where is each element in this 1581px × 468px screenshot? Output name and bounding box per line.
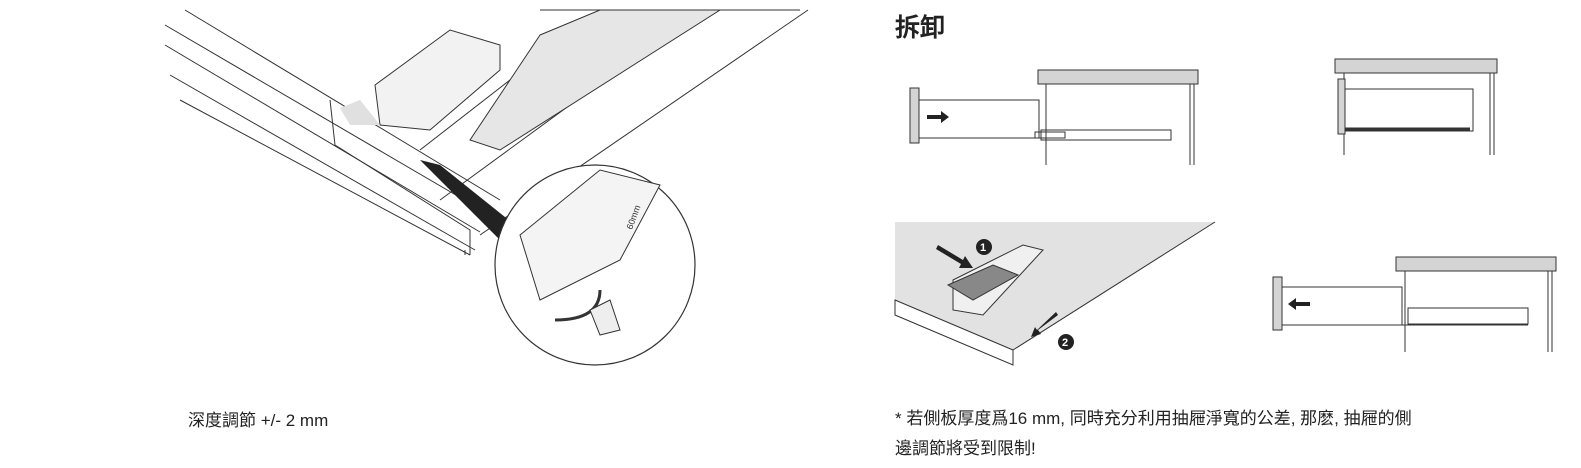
depth-adjustment-caption: 深度調節 +/- 2 mm <box>188 411 329 430</box>
push-arrow-icon <box>927 111 949 123</box>
side-adjustment-note: * 若側板厚度爲16 mm, 同時充分利用抽屜淨寬的公差, 那麽, 抽屜的側 邊… <box>895 404 1575 464</box>
note-line-1: * 若側板厚度爲16 mm, 同時充分利用抽屜淨寬的公差, 那麽, 抽屜的側 <box>895 409 1412 428</box>
removal-diagram-pull-drawer <box>1272 256 1557 352</box>
step-badge-1: 1 <box>980 242 986 254</box>
arrow-2-icon <box>1031 312 1058 337</box>
removal-release-illustration: 1 2 <box>894 221 1216 366</box>
zoom-pointer <box>420 160 515 240</box>
section-title: 拆卸 <box>895 14 946 42</box>
drawer-rail <box>469 9 722 151</box>
adjustment-clip <box>374 29 501 131</box>
removal-diagram-pull-out <box>909 69 1199 165</box>
depth-adjustment-illustration: 60mm <box>164 9 809 366</box>
pull-arrow-icon <box>1288 298 1310 310</box>
note-line-2: 邊調節將受到限制! <box>895 439 1036 458</box>
removal-diagram-closed <box>1334 58 1498 155</box>
step-badge-2: 2 <box>1062 337 1068 349</box>
arrow-1-icon <box>936 245 973 268</box>
release-lever <box>946 264 1020 301</box>
